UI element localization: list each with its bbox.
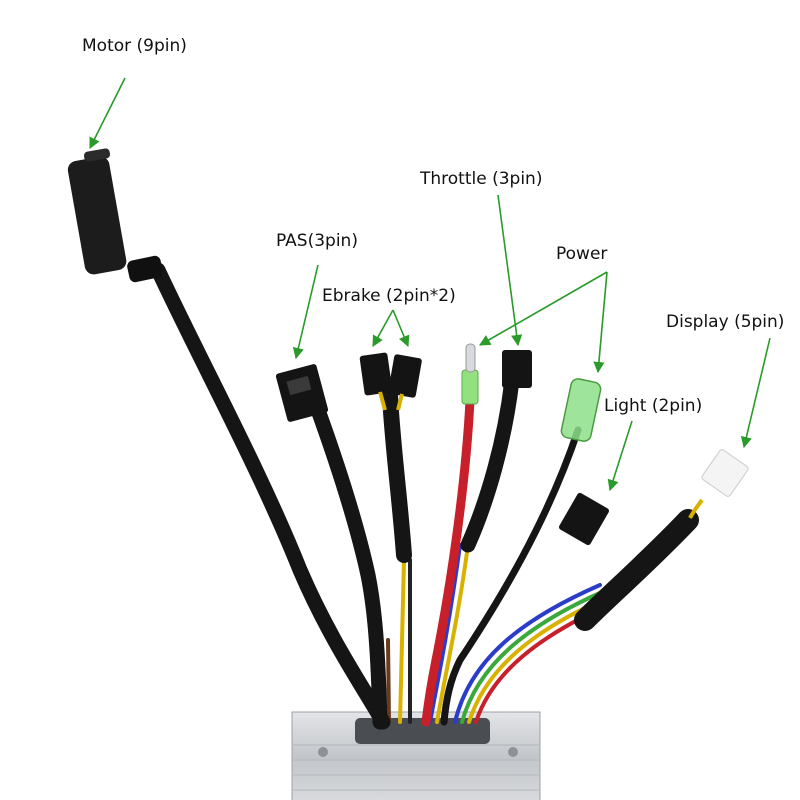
light-label: Light (2pin) [604,396,703,416]
light-connector [559,492,609,546]
throttle-label: Throttle (3pin) [420,169,543,189]
annotation-arrows [89,77,771,492]
throttle-arrow [497,194,523,347]
ebrake-arrow-left [372,309,394,347]
ebrake-label: Ebrake (2pin*2) [322,286,456,306]
display-arrow [740,337,771,449]
screw-icon [318,747,328,757]
light-arrow [607,420,633,492]
motor-cable [67,148,391,730]
power-red-wire [421,343,479,727]
throttle-cable [460,350,532,553]
ebrake-arrow-right [392,309,410,348]
power-arrow-right [593,271,608,374]
power-arrow-left [479,271,608,346]
motor-label: Motor (9pin) [82,36,187,56]
pas-arrow [292,264,319,360]
thin-wires [376,543,610,724]
display-label: Display (5pin) [666,312,785,332]
display-cable [574,449,749,631]
motor-arrow [89,77,126,150]
pas-cable [275,364,388,730]
power-label: Power [556,244,608,264]
power-green-lead [440,378,602,726]
screw-icon [508,747,518,757]
ebrake-cables [359,352,422,563]
pas-label: PAS(3pin) [276,231,358,251]
controller-housing [291,711,541,800]
